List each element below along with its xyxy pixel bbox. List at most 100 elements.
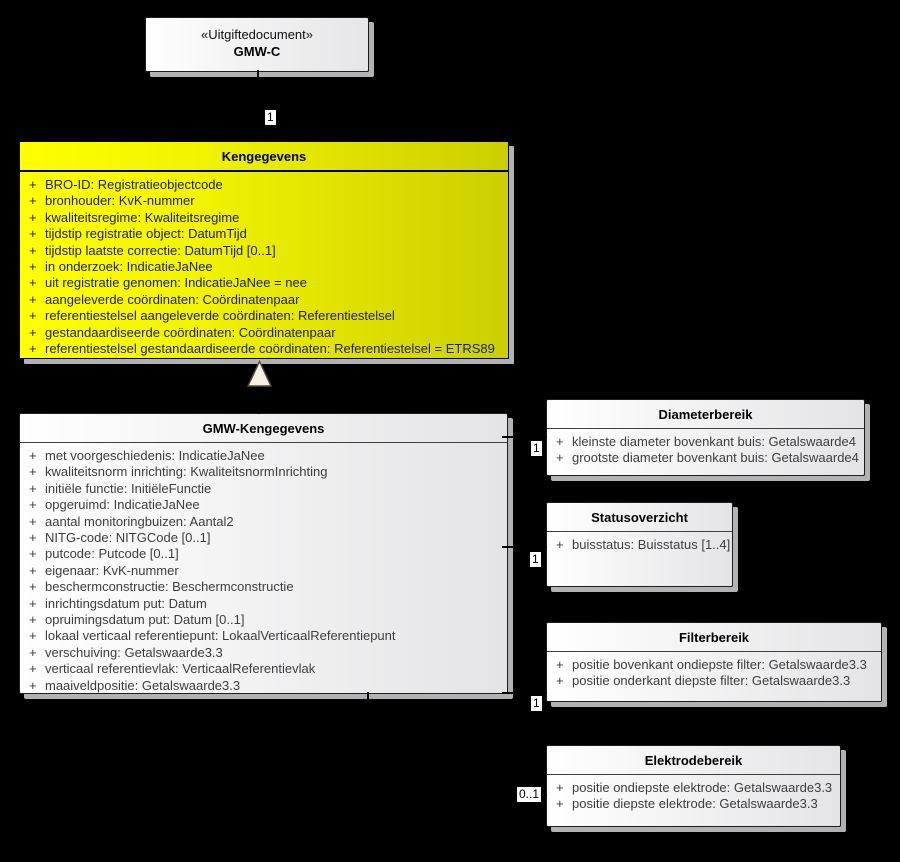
visibility-marker: + bbox=[29, 464, 37, 480]
attribute-row: + referentiestelsel aangeleverde coördin… bbox=[29, 308, 504, 324]
visibility-marker: + bbox=[29, 546, 37, 562]
attribute-text: opgeruimd: IndicatieJaNee bbox=[45, 497, 200, 513]
attribute-text: eigenaar: KvK-nummer bbox=[45, 562, 179, 578]
visibility-marker: + bbox=[29, 628, 37, 644]
visibility-marker: + bbox=[29, 677, 37, 693]
visibility-marker: + bbox=[29, 480, 37, 496]
attribute-row: + opgeruimd: IndicatieJaNee bbox=[29, 497, 503, 513]
uml-node-statusoverzicht[interactable]: Statusoverzicht + buisstatus: Buisstatus… bbox=[546, 502, 733, 587]
visibility-marker: + bbox=[29, 579, 37, 595]
attribute-text: tijdstip laatste correctie: DatumTijd [0… bbox=[45, 242, 276, 258]
attribute-text: aantal monitoringbuizen: Aantal2 bbox=[45, 513, 234, 529]
visibility-marker: + bbox=[29, 308, 37, 324]
connector-gmwk-elektrodebereik bbox=[367, 794, 547, 796]
attribute-text: positie diepste elektrode: Getalswaarde3… bbox=[572, 796, 818, 812]
attribute-row: + beschermconstructie: Beschermconstruct… bbox=[29, 579, 503, 595]
visibility-marker: + bbox=[556, 780, 564, 795]
attribute-row: + aantal monitoringbuizen: Aantal2 bbox=[29, 514, 503, 530]
attribute-row: + in onderzoek: IndicatieJaNee bbox=[29, 259, 504, 275]
attribute-row: + opruimingsdatum put: Datum [0..1] bbox=[29, 612, 503, 628]
attribute-text: NITG-code: NITGCode [0..1] bbox=[45, 530, 211, 546]
attribute-row: + inrichtingsdatum put: Datum bbox=[29, 596, 503, 612]
attribute-row: + maaiveldpositie: Getalswaarde3.3 bbox=[29, 677, 503, 693]
attribute-row: + tijdstip laatste correctie: DatumTijd … bbox=[29, 243, 504, 259]
attribute-text: putcode: Putcode [0..1] bbox=[45, 546, 179, 562]
uml-node-filterbereik[interactable]: Filterbereik + positie bovenkant ondieps… bbox=[546, 622, 882, 702]
multiplicity-label: 1 bbox=[530, 552, 541, 567]
attribute-text: verticaal referentievlak: VerticaalRefer… bbox=[45, 661, 316, 677]
visibility-marker: + bbox=[556, 796, 564, 812]
attribute-text: kwaliteitsnorm inrichting: Kwaliteitsnor… bbox=[45, 464, 328, 480]
attribute-row: + met voorgeschiedenis: IndicatieJaNee bbox=[29, 448, 503, 464]
visibility-marker: + bbox=[29, 530, 37, 546]
attribute-row: + positie bovenkant ondiepste filter: Ge… bbox=[556, 657, 877, 673]
attribute-list: + positie bovenkant ondiepste filter: Ge… bbox=[547, 652, 881, 690]
visibility-marker: + bbox=[29, 448, 37, 463]
connector-gmwk-elektrodebereik bbox=[367, 692, 369, 795]
attribute-text: maaiveldpositie: Getalswaarde3.3 bbox=[45, 677, 241, 693]
class-title: Kengegevens bbox=[20, 142, 508, 172]
attribute-row: + kwaliteitsnorm inrichting: Kwaliteitsn… bbox=[29, 464, 503, 480]
attribute-text: met voorgeschiedenis: IndicatieJaNee bbox=[45, 448, 265, 463]
visibility-marker: + bbox=[556, 537, 564, 552]
connector-generalization bbox=[258, 385, 260, 414]
visibility-marker: + bbox=[29, 595, 37, 611]
attribute-row: + NITG-code: NITGCode [0..1] bbox=[29, 530, 503, 546]
visibility-marker: + bbox=[29, 291, 37, 307]
attribute-text: lokaal verticaal referentiepunt: LokaalV… bbox=[45, 628, 396, 644]
attribute-text: positie bovenkant ondiepste filter: Geta… bbox=[572, 657, 867, 672]
attribute-text: referentiestelsel gestandaardiseerde coö… bbox=[45, 341, 495, 357]
attribute-text: opruimingsdatum put: Datum [0..1] bbox=[45, 612, 245, 628]
attribute-text: tijdstip registratie object: DatumTijd bbox=[45, 226, 247, 242]
uml-node-kengegevens[interactable]: Kengegevens + BRO-ID: Registratieobjectc… bbox=[19, 141, 509, 359]
multiplicity-label: 1 bbox=[531, 696, 542, 711]
attribute-text: gestandaardiseerde coördinaten: Coördina… bbox=[45, 324, 336, 340]
visibility-marker: + bbox=[29, 226, 37, 242]
visibility-marker: + bbox=[29, 242, 37, 258]
visibility-marker: + bbox=[556, 657, 564, 672]
visibility-marker: + bbox=[29, 341, 37, 357]
visibility-marker: + bbox=[29, 513, 37, 529]
attribute-row: + referentiestelsel gestandaardiseerde c… bbox=[29, 341, 504, 357]
attribute-row: + lokaal verticaal referentiepunt: Lokaa… bbox=[29, 628, 503, 644]
attribute-text: initiële functie: InitiëleFunctie bbox=[45, 480, 212, 496]
visibility-marker: + bbox=[556, 434, 564, 449]
visibility-marker: + bbox=[29, 275, 37, 291]
attribute-list: + met voorgeschiedenis: IndicatieJaNee +… bbox=[20, 443, 507, 693]
attribute-text: buisstatus: Buisstatus [1..4] bbox=[572, 537, 731, 552]
uml-node-gmwc[interactable]: «Uitgiftedocument» GMW-C bbox=[145, 17, 369, 72]
attribute-list: + BRO-ID: Registratieobjectcode + bronho… bbox=[20, 172, 508, 357]
attribute-list: + positie ondiepste elektrode: Getalswaa… bbox=[547, 775, 840, 813]
uml-node-gmw-kengegevens[interactable]: GMW-Kengegevens + met voorgeschiedenis: … bbox=[19, 413, 508, 694]
attribute-row: + bronhouder: KvK-nummer bbox=[29, 193, 504, 209]
uml-node-elektrodebereik[interactable]: Elektrodebereik + positie ondiepste elek… bbox=[546, 745, 841, 827]
attribute-row: + eigenaar: KvK-nummer bbox=[29, 563, 503, 579]
visibility-marker: + bbox=[29, 324, 37, 340]
attribute-text: verschuiving: Getalswaarde3.3 bbox=[45, 644, 223, 660]
attribute-row: + buisstatus: Buisstatus [1..4] bbox=[556, 537, 731, 553]
uml-node-diameterbereik[interactable]: Diameterbereik + kleinste diameter boven… bbox=[546, 399, 865, 476]
visibility-marker: + bbox=[29, 661, 37, 677]
attribute-text: grootste diameter bovenkant buis: Getals… bbox=[572, 450, 859, 466]
attribute-text: bronhouder: KvK-nummer bbox=[45, 193, 195, 209]
attribute-text: in onderzoek: IndicatieJaNee bbox=[45, 259, 213, 275]
attribute-row: + positie ondiepste elektrode: Getalswaa… bbox=[556, 780, 836, 796]
class-title: GMW-Kengegevens bbox=[20, 414, 507, 443]
attribute-row: + positie onderkant diepste filter: Geta… bbox=[556, 673, 877, 689]
visibility-marker: + bbox=[29, 497, 37, 513]
attribute-row: + positie diepste elektrode: Getalswaard… bbox=[556, 796, 836, 812]
connector-gmwk-diameterbereik bbox=[502, 436, 547, 438]
attribute-list: + kleinste diameter bovenkant buis: Geta… bbox=[547, 429, 864, 467]
connector-gmwk-filterbereik bbox=[502, 692, 547, 694]
connector-gmwk-statusoverzicht bbox=[502, 546, 547, 548]
attribute-row: + initiële functie: InitiëleFunctie bbox=[29, 481, 503, 497]
multiplicity-label: 0..1 bbox=[517, 787, 542, 802]
attribute-row: + kleinste diameter bovenkant buis: Geta… bbox=[556, 434, 860, 450]
attribute-row: + putcode: Putcode [0..1] bbox=[29, 546, 503, 562]
attribute-text: BRO-ID: Registratieobjectcode bbox=[45, 177, 223, 192]
attribute-row: + aangeleverde coördinaten: Coördinatenp… bbox=[29, 292, 504, 308]
visibility-marker: + bbox=[29, 612, 37, 628]
attribute-text: inrichtingsdatum put: Datum bbox=[45, 595, 207, 611]
visibility-marker: + bbox=[29, 193, 37, 209]
class-title: Statusoverzicht bbox=[547, 503, 732, 532]
